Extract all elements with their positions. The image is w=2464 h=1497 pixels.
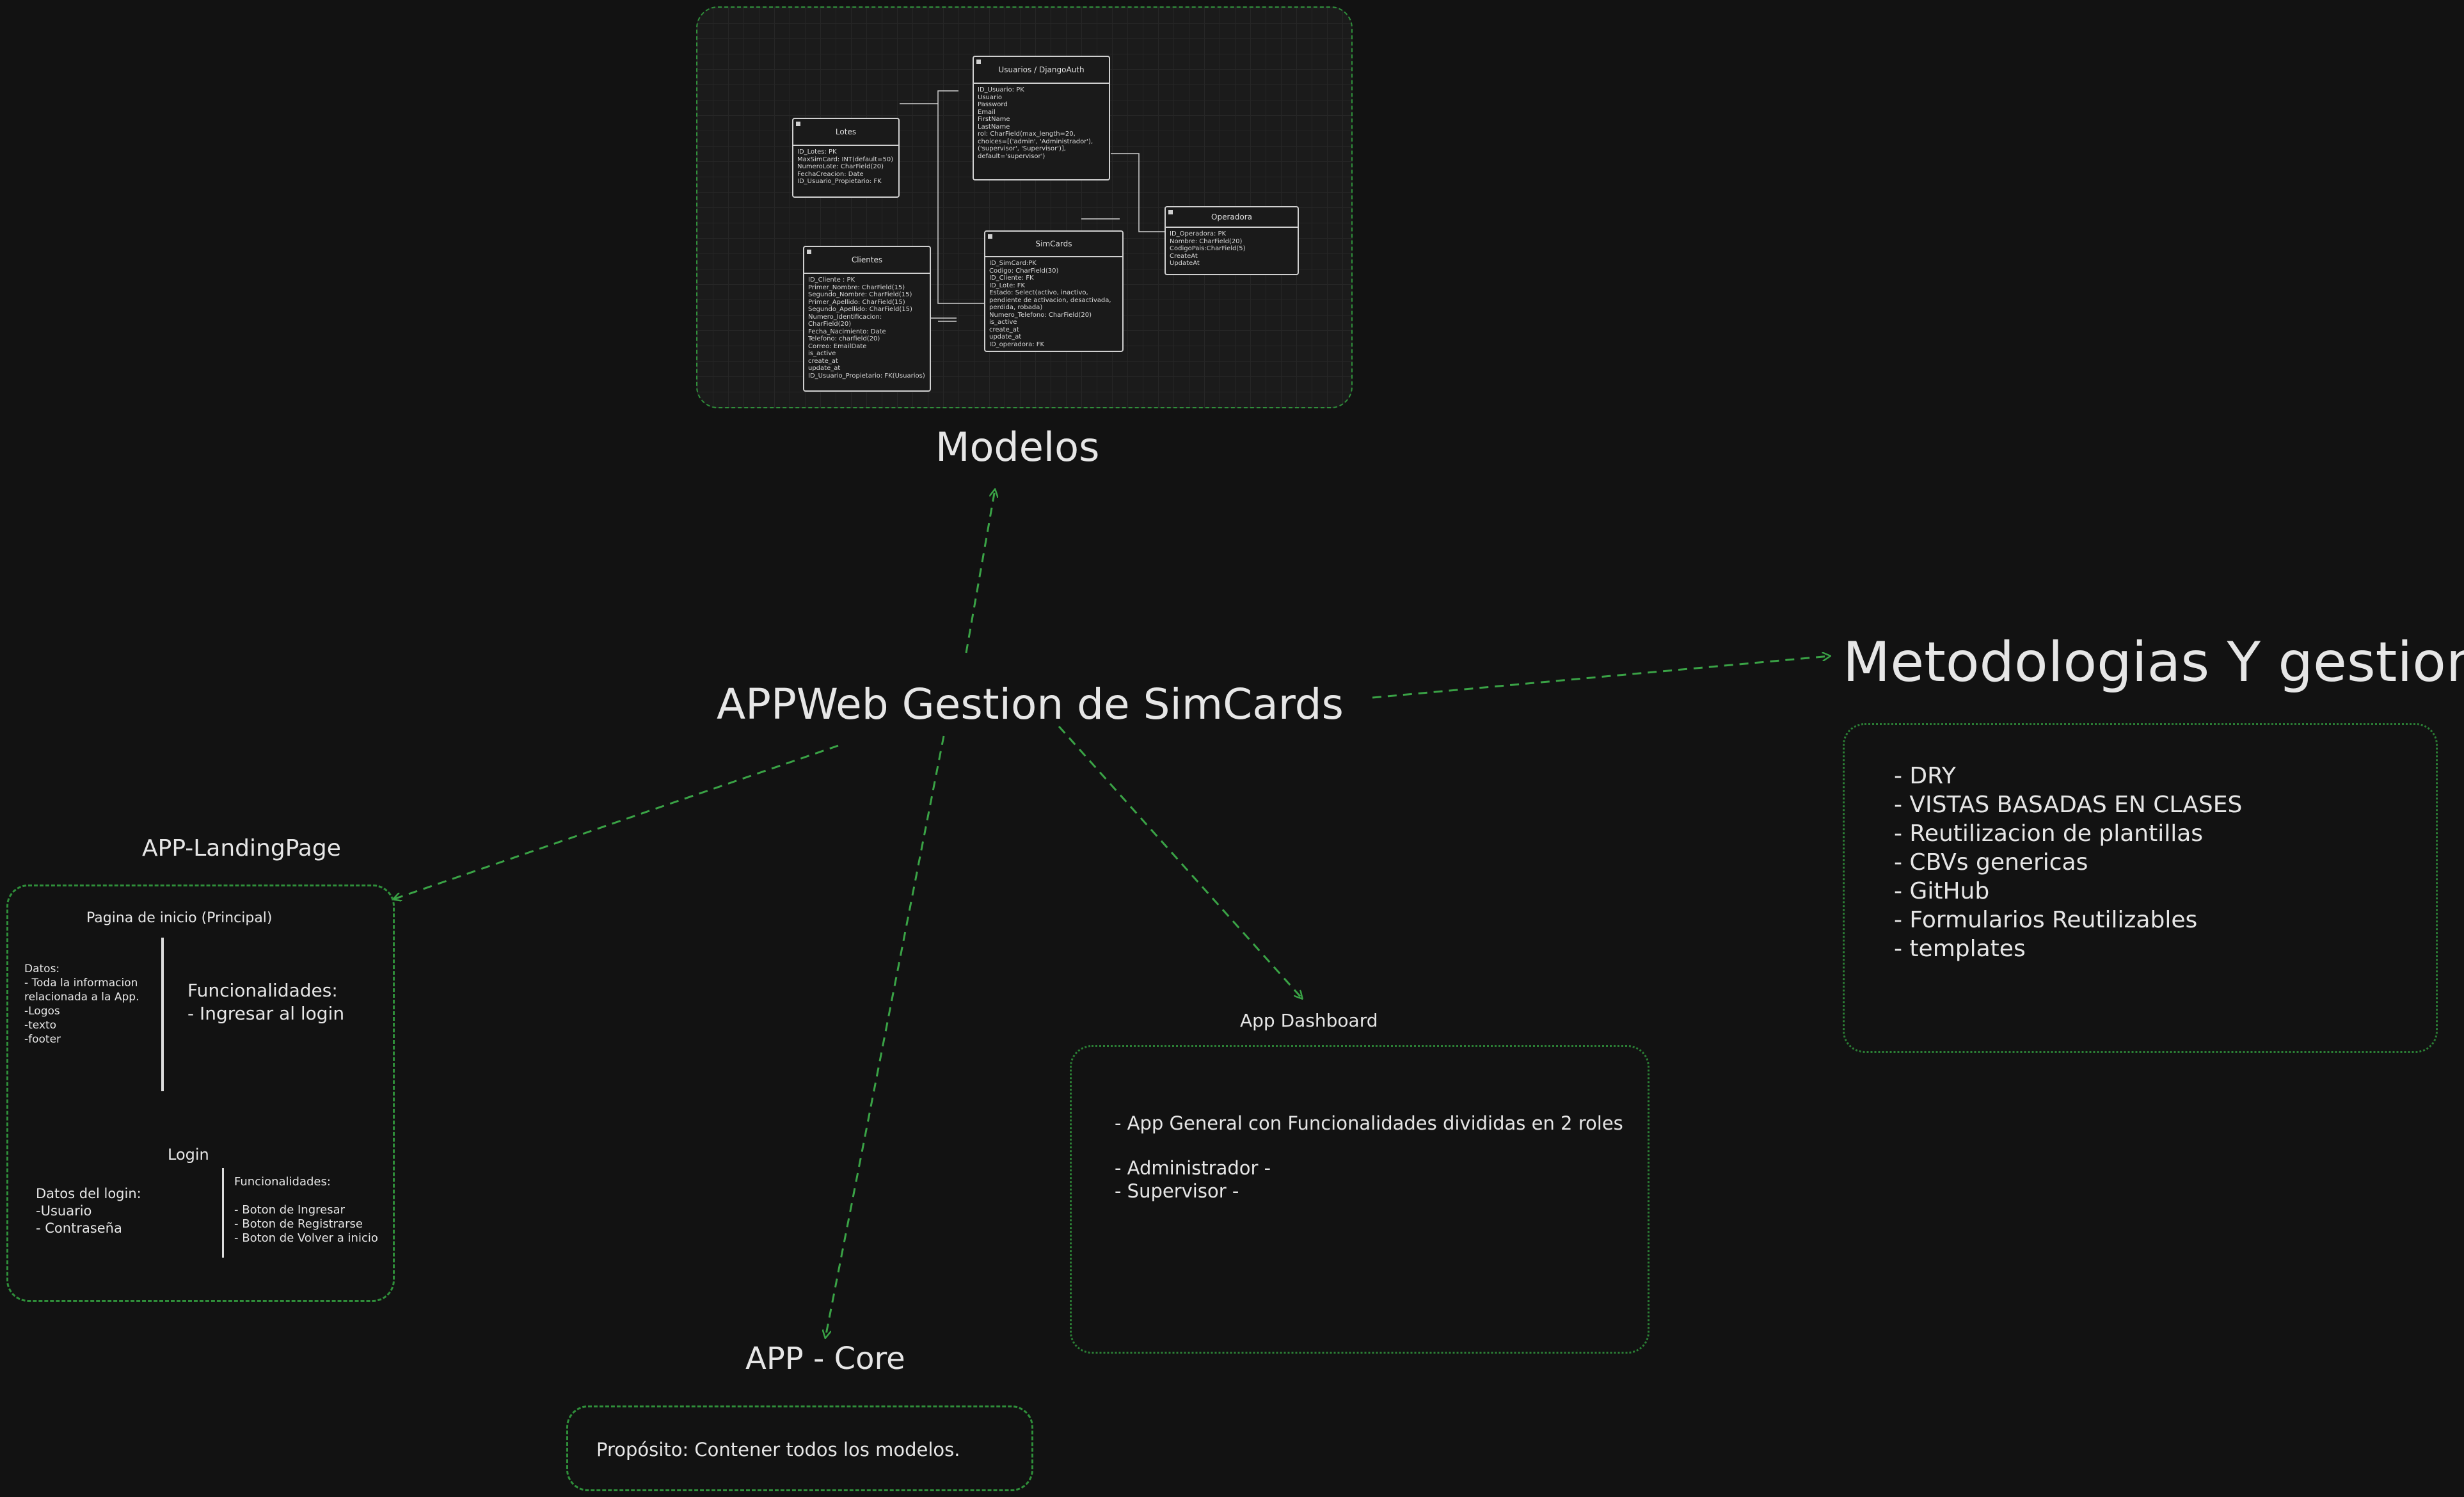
arrow-to-core	[825, 735, 945, 1338]
metodologia-item: - VISTAS BASADAS EN CLASES	[1894, 792, 2243, 818]
metodologias-frame	[1843, 723, 2438, 1053]
login-datos: Datos del login: -Usuario - Contraseña	[36, 1186, 141, 1236]
core-title: APP - Core	[745, 1341, 905, 1377]
login-funcionalidades: Funcionalidades: - Boton de Ingresar - B…	[234, 1175, 378, 1245]
landing-title: APP-LandingPage	[142, 835, 341, 861]
metodologias-title: Metodologias Y gestion	[1843, 630, 2464, 694]
metodologia-item: - GitHub	[1894, 878, 1990, 904]
metodologia-item: - Reutilizacion de plantillas	[1894, 821, 2204, 847]
metodologia-item: - Formularios Reutilizables	[1894, 907, 2198, 933]
login-title: Login	[168, 1146, 209, 1164]
main-title: APPWeb Gestion de SimCards	[717, 680, 1344, 729]
entity-operadora: Operadora ID_Operadora: PK Nombre: CharF…	[1164, 206, 1299, 275]
core-proposito: Propósito: Contener todos los modelos.	[596, 1439, 960, 1461]
entity-usuarios: Usuarios / DjangoAuth ID_Usuario: PK Usu…	[973, 56, 1110, 180]
metodologias-list: - DRY - VISTAS BASADAS EN CLASES - Reuti…	[1894, 762, 2242, 963]
arrow-to-metodologias	[1372, 656, 1830, 699]
metodologia-item: - CBVs genericas	[1894, 849, 2088, 876]
dashboard-line2: - Administrador -	[1115, 1157, 1271, 1179]
inicio-funcionalidades: Funcionalidades: - Ingresar al login	[187, 980, 345, 1024]
modelos-title: Modelos	[935, 424, 1100, 470]
entity-lotes: Lotes ID_Lotes: PK MaxSimCard: INT(defau…	[792, 118, 900, 198]
dashboard-line1: - App General con Funcionalidades dividi…	[1115, 1112, 1623, 1134]
erd-relations	[900, 90, 1164, 322]
arrow-to-dashboard	[1058, 726, 1302, 998]
dashboard-line3: - Supervisor -	[1115, 1180, 1239, 1202]
dashboard-title: App Dashboard	[1240, 1010, 1378, 1031]
core-frame	[566, 1405, 1033, 1491]
metodologia-item: - templates	[1894, 936, 2026, 962]
inicio-title: Pagina de inicio (Principal)	[86, 910, 273, 926]
landing-frame	[6, 885, 395, 1302]
metodologia-item: - DRY	[1894, 763, 1956, 789]
arrow-to-modelos	[965, 490, 995, 653]
modelos-erd-panel: Usuarios / DjangoAuth ID_Usuario: PK Usu…	[696, 6, 1353, 408]
inicio-divider	[161, 938, 164, 1091]
entity-clientes: Clientes ID_Cliente : PK Primer_Nombre: …	[803, 246, 931, 392]
login-divider	[222, 1168, 224, 1258]
entity-simcards: SimCards ID_SimCard:PK Codigo: CharField…	[984, 230, 1124, 352]
dashboard-frame	[1070, 1045, 1649, 1354]
arrow-to-landing	[393, 744, 839, 899]
inicio-datos: Datos: - Toda la informacion relacionada…	[24, 963, 139, 1046]
